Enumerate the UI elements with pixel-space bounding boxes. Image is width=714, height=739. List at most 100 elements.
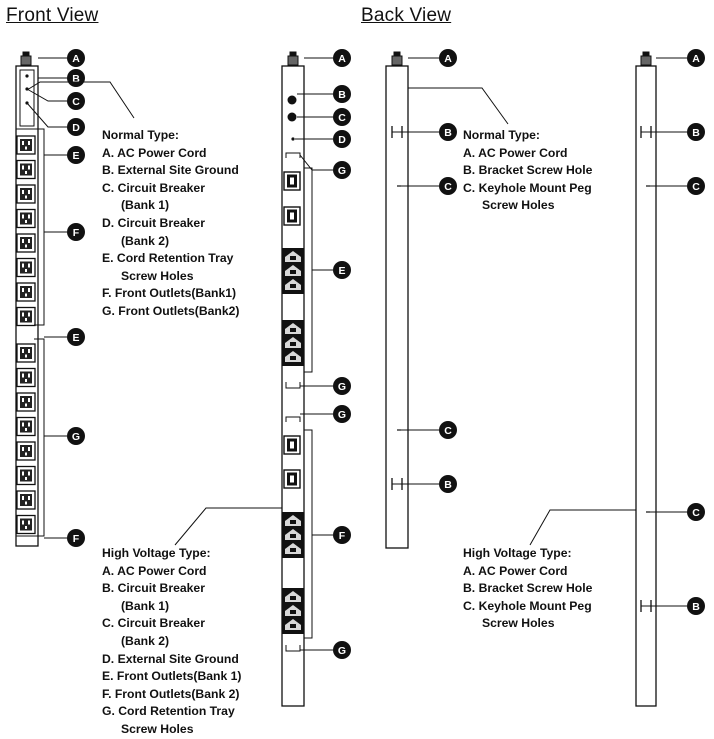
legend-item: C. Circuit Breaker [102, 616, 205, 631]
callout-badge: C [439, 177, 457, 195]
plug-body [640, 55, 652, 66]
outlet [16, 208, 36, 229]
legend-item: Screw Holes [121, 268, 194, 283]
outlet-slot [22, 288, 24, 292]
outlet [16, 490, 36, 510]
callout-badge: A [333, 49, 351, 67]
power-cord-plug [391, 51, 403, 66]
bracket-screw-hole [640, 600, 652, 612]
tray-mark [285, 645, 301, 652]
plug-cap [22, 51, 30, 57]
callout-letter: A [338, 53, 346, 65]
callout-circle [439, 177, 457, 195]
breaker-panel [19, 69, 35, 127]
legend-item: Screw Holes [482, 198, 555, 213]
outlet-slot [28, 520, 30, 525]
callout-letter: D [72, 122, 80, 134]
outlet-slot [22, 520, 24, 525]
callout-circle [67, 118, 85, 136]
outlet-slot [28, 312, 30, 317]
callout-badge: E [67, 328, 85, 346]
outlet-slot [28, 214, 30, 219]
callout-badge: D [333, 130, 351, 148]
outlet-slot [290, 596, 296, 600]
plug-body [391, 55, 403, 66]
callout-badge: B [439, 123, 457, 141]
outlet-slot [28, 141, 30, 145]
outlet-ground [25, 220, 27, 223]
callout-badge: E [67, 146, 85, 164]
outlet [16, 343, 36, 363]
outlet-slot [22, 422, 24, 427]
callout-circle [67, 92, 85, 110]
legend-title: High Voltage Type: [463, 546, 572, 560]
outlet-slot [290, 624, 296, 628]
outlet [16, 233, 36, 253]
callout-badge: D [67, 118, 85, 136]
callout-letter: C [692, 507, 700, 519]
callout-letter: C [444, 425, 452, 437]
outlet-ground [25, 526, 27, 529]
callout-badge: B [439, 475, 457, 493]
callout-letter: B [72, 73, 80, 85]
outlet [16, 465, 36, 486]
outlet-slot [22, 373, 24, 378]
callout-circle [67, 529, 85, 547]
plug-cap [393, 51, 401, 57]
outlet-ground [25, 379, 27, 382]
outlet-slot [290, 356, 296, 360]
outlet-slot [290, 270, 296, 274]
callout-letter: C [444, 181, 452, 193]
outlet [16, 135, 36, 155]
callout-circle [333, 85, 351, 103]
outlet-ground [25, 501, 27, 505]
tray-mark [285, 416, 301, 422]
callout-letter: F [339, 530, 346, 542]
leader-line [299, 154, 333, 171]
legend-item: E. Cord Retention Tray [102, 251, 234, 266]
callout-letter: B [444, 127, 452, 139]
outlet-slot [290, 256, 296, 260]
callout-circle [333, 526, 351, 544]
plug-body [20, 55, 32, 66]
callout-badge: G [333, 641, 351, 659]
legend-item: Screw Holes [121, 721, 194, 736]
legend-front-normal: Normal Type: A. AC Power Cord B. Externa… [102, 127, 239, 321]
external-site-ground [291, 137, 295, 141]
outlet-slot [28, 447, 30, 451]
bank-bracket [304, 167, 313, 373]
outlet-ground [25, 428, 27, 431]
legend-item: G. Cord Retention Tray [102, 704, 235, 719]
outlet-slot [290, 284, 296, 288]
outlet-slot [22, 190, 24, 194]
outlet-slot [22, 447, 24, 451]
callout-letter: G [72, 431, 80, 443]
outlet-slot [28, 373, 30, 378]
outlet [16, 441, 36, 461]
legend-item: (Bank 2) [121, 633, 170, 648]
callout-badge: F [67, 529, 85, 547]
outlet [16, 392, 36, 412]
outlet-slot [22, 214, 24, 219]
callout-circle [687, 49, 705, 67]
power-cord-plug [640, 51, 652, 66]
outlet-slot [28, 288, 30, 292]
outlet-slot [28, 398, 30, 402]
outlet-slot [28, 471, 30, 476]
outlet [16, 159, 36, 180]
plug-body [287, 55, 299, 66]
legend-title: Normal Type: [102, 128, 179, 142]
callout-letter: E [338, 265, 345, 277]
legend-item: B. Circuit Breaker [102, 581, 205, 596]
outlet-slot [22, 165, 24, 170]
callout-circle [333, 261, 351, 279]
outlet-block [282, 512, 304, 558]
callout-circle [333, 405, 351, 423]
callout-badge: C [439, 421, 457, 439]
callout-letter: B [338, 89, 346, 101]
callout-badge: B [687, 123, 705, 141]
legend-item: (Bank 2) [121, 233, 170, 248]
front-view-title: Front View [6, 5, 99, 26]
circuit-breaker [287, 95, 297, 105]
outlet-slot [290, 548, 296, 552]
